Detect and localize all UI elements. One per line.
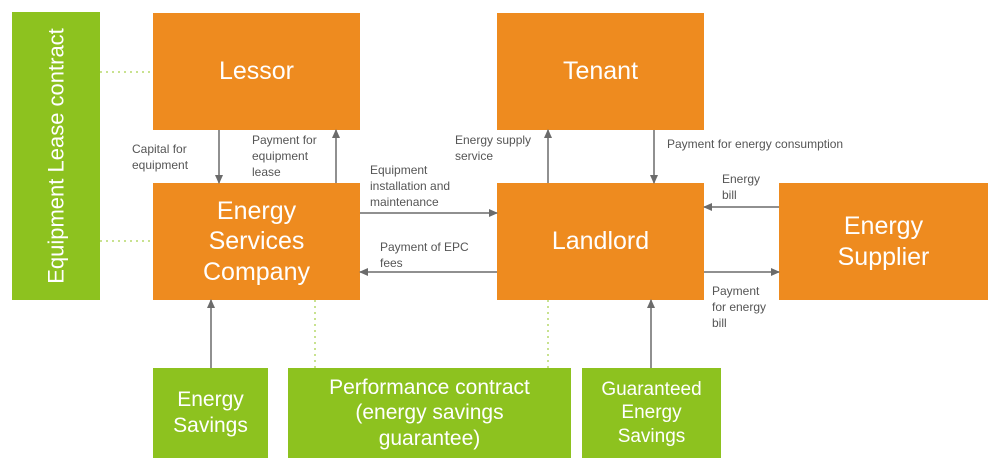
energy-savings-box: Energy Savings [153, 368, 268, 458]
energy-supplier-box: Energy Supplier [779, 183, 988, 300]
guaranteed-energy-savings-box: Guaranteed Energy Savings [582, 368, 721, 458]
energy-services-company-box: Energy Services Company [153, 183, 360, 300]
lessor-box: Lessor [153, 13, 360, 130]
label-equipment-installation: Equipment installation and maintenance [370, 163, 451, 209]
equipment-lease-contract-box: Equipment Lease contract [12, 12, 100, 300]
label-energy-supply-service: Energy supply service [455, 133, 532, 163]
label-payment-of-epc-fees: Payment of EPC fees [380, 240, 469, 270]
landlord-box: Landlord [497, 183, 704, 300]
performance-contract-box: Performance contract (energy savings gua… [288, 368, 571, 458]
label-capital-for-equipment: Capital for equipment [132, 142, 189, 172]
label-payment-for-energy-consumption: Payment for energy consumption [667, 137, 844, 151]
label-energy-bill: Energy bill [722, 172, 761, 202]
tenant-box: Tenant [497, 13, 704, 130]
label-payment-for-energy-bill: Payment for energy bill [712, 284, 767, 330]
label-payment-for-equipment-lease: Payment for equipment lease [252, 133, 317, 179]
